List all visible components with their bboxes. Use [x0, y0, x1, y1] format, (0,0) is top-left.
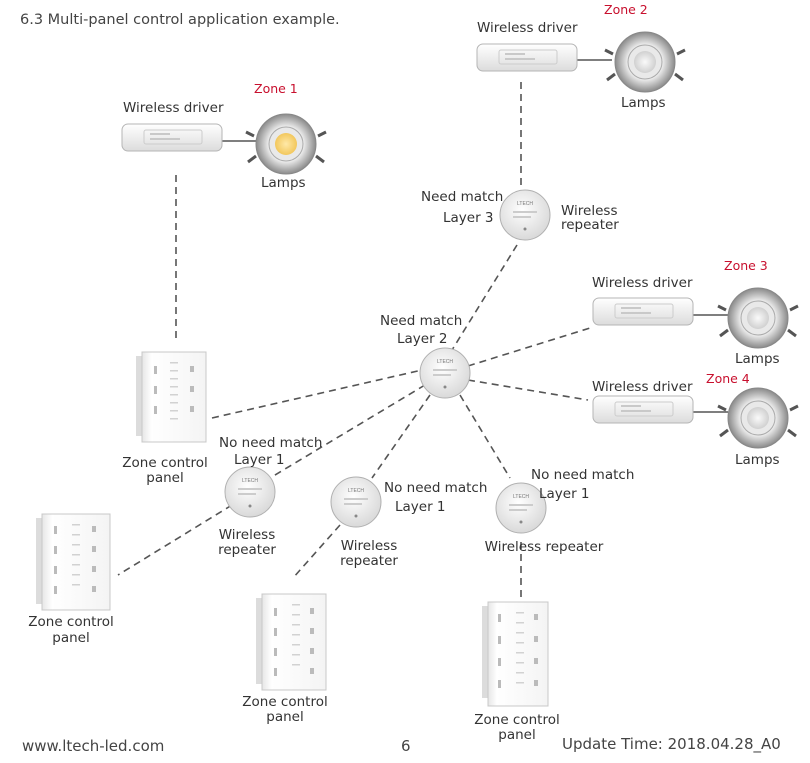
zone-1-label: Zone 1: [254, 81, 298, 96]
panel-far-left-line1: Zone control: [28, 614, 114, 630]
rep-a-wireless: Wireless: [218, 527, 276, 543]
repeater-brand: LTECH: [348, 488, 364, 494]
rep-a-no-need-match: No need match: [219, 435, 323, 451]
rep-a-layer1: Layer 1: [234, 452, 285, 468]
link-rep-b-panel: [292, 524, 341, 579]
layer3-repeater-line2: repeater: [561, 217, 619, 233]
repeater-layer1-c: LTECH: [495, 482, 547, 534]
link-hub-zone3: [467, 327, 591, 367]
zone-control-panel-bottom-right: [482, 601, 549, 707]
wireless-driver-zone1: [121, 123, 223, 152]
repeater-layer3: LTECH: [499, 189, 551, 241]
footer-website: www.ltech-led.com: [22, 737, 165, 755]
link-hub-rep-b: [371, 394, 431, 479]
driver-zone1-label: Wireless driver: [123, 100, 224, 116]
repeater-layer2-hub: LTECH: [419, 347, 471, 399]
footer-page-number: 6: [401, 737, 411, 755]
panel-far-left-line2: panel: [52, 630, 90, 646]
link-hub-rep-c: [459, 394, 511, 479]
lamps-zone2-label: Lamps: [621, 95, 666, 111]
layer3-repeater-line1: Wireless: [561, 203, 618, 219]
wireless-driver-zone2: [476, 43, 578, 72]
layer3-label: Layer 3: [443, 210, 494, 226]
repeater-layer1-b: LTECH: [330, 476, 382, 528]
wireless-driver-zone3: [592, 297, 694, 326]
layer3-need-match: Need match: [421, 189, 504, 205]
driver-zone3-label: Wireless driver: [592, 275, 693, 291]
repeater-brand: LTECH: [517, 201, 533, 207]
zone-control-panel-left: [136, 351, 207, 443]
layer2-label: Layer 2: [397, 331, 448, 347]
driver-zone4-label: Wireless driver: [592, 379, 693, 395]
footer-update-time: Update Time: 2018.04.28_A0: [562, 735, 781, 753]
zone-3-label: Zone 3: [724, 258, 768, 273]
rep-b-layer1: Layer 1: [395, 499, 446, 515]
rep-b-repeater: repeater: [340, 553, 398, 569]
link-panel-left-hub: [211, 369, 423, 419]
link-hub-rep-a: [269, 384, 426, 479]
link-hub-zone4: [467, 379, 589, 401]
zone-4-label: Zone 4: [706, 371, 750, 386]
lamp-zone2: [604, 31, 686, 93]
panel-left-line2: panel: [146, 470, 184, 486]
lamp-zone3: [717, 287, 799, 349]
layer2-need-match: Need match: [380, 313, 463, 329]
repeater-brand: LTECH: [513, 494, 529, 500]
lamps-zone4-label: Lamps: [735, 452, 780, 468]
repeater-layer1-a: LTECH: [224, 466, 276, 518]
repeater-brand: LTECH: [242, 478, 258, 484]
zone-control-panel-bottom-mid: [256, 593, 327, 691]
panel-bottom-right-line1: Zone control: [474, 712, 560, 728]
rep-c-layer1: Layer 1: [539, 486, 590, 502]
link-rep-a-panel: [117, 504, 233, 576]
rep-c-wireless-repeater: Wireless repeater: [484, 539, 604, 555]
lamp-zone4: [717, 387, 799, 449]
section-title: 6.3 Multi-panel control application exam…: [20, 12, 340, 28]
lamps-zone1-label: Lamps: [261, 175, 306, 191]
zone-control-panel-far-left: [36, 513, 111, 611]
zone-2-label: Zone 2: [604, 2, 648, 17]
rep-a-repeater: repeater: [218, 542, 276, 558]
panel-bottom-right-line2: panel: [498, 727, 536, 743]
panel-left-line1: Zone control: [122, 455, 208, 471]
wireless-driver-zone4: [592, 395, 694, 424]
repeater-brand: LTECH: [437, 359, 453, 365]
panel-bottom-mid-line1: Zone control: [242, 694, 328, 710]
rep-b-wireless: Wireless: [340, 538, 398, 554]
rep-c-no-need-match: No need match: [531, 467, 635, 483]
lamps-zone3-label: Lamps: [735, 351, 780, 367]
panel-bottom-mid-line2: panel: [266, 709, 304, 725]
rep-b-no-need-match: No need match: [384, 480, 488, 496]
link-layer3-layer2: [451, 244, 518, 351]
driver-zone2-label: Wireless driver: [477, 20, 578, 36]
lamp-zone1: [245, 113, 327, 175]
